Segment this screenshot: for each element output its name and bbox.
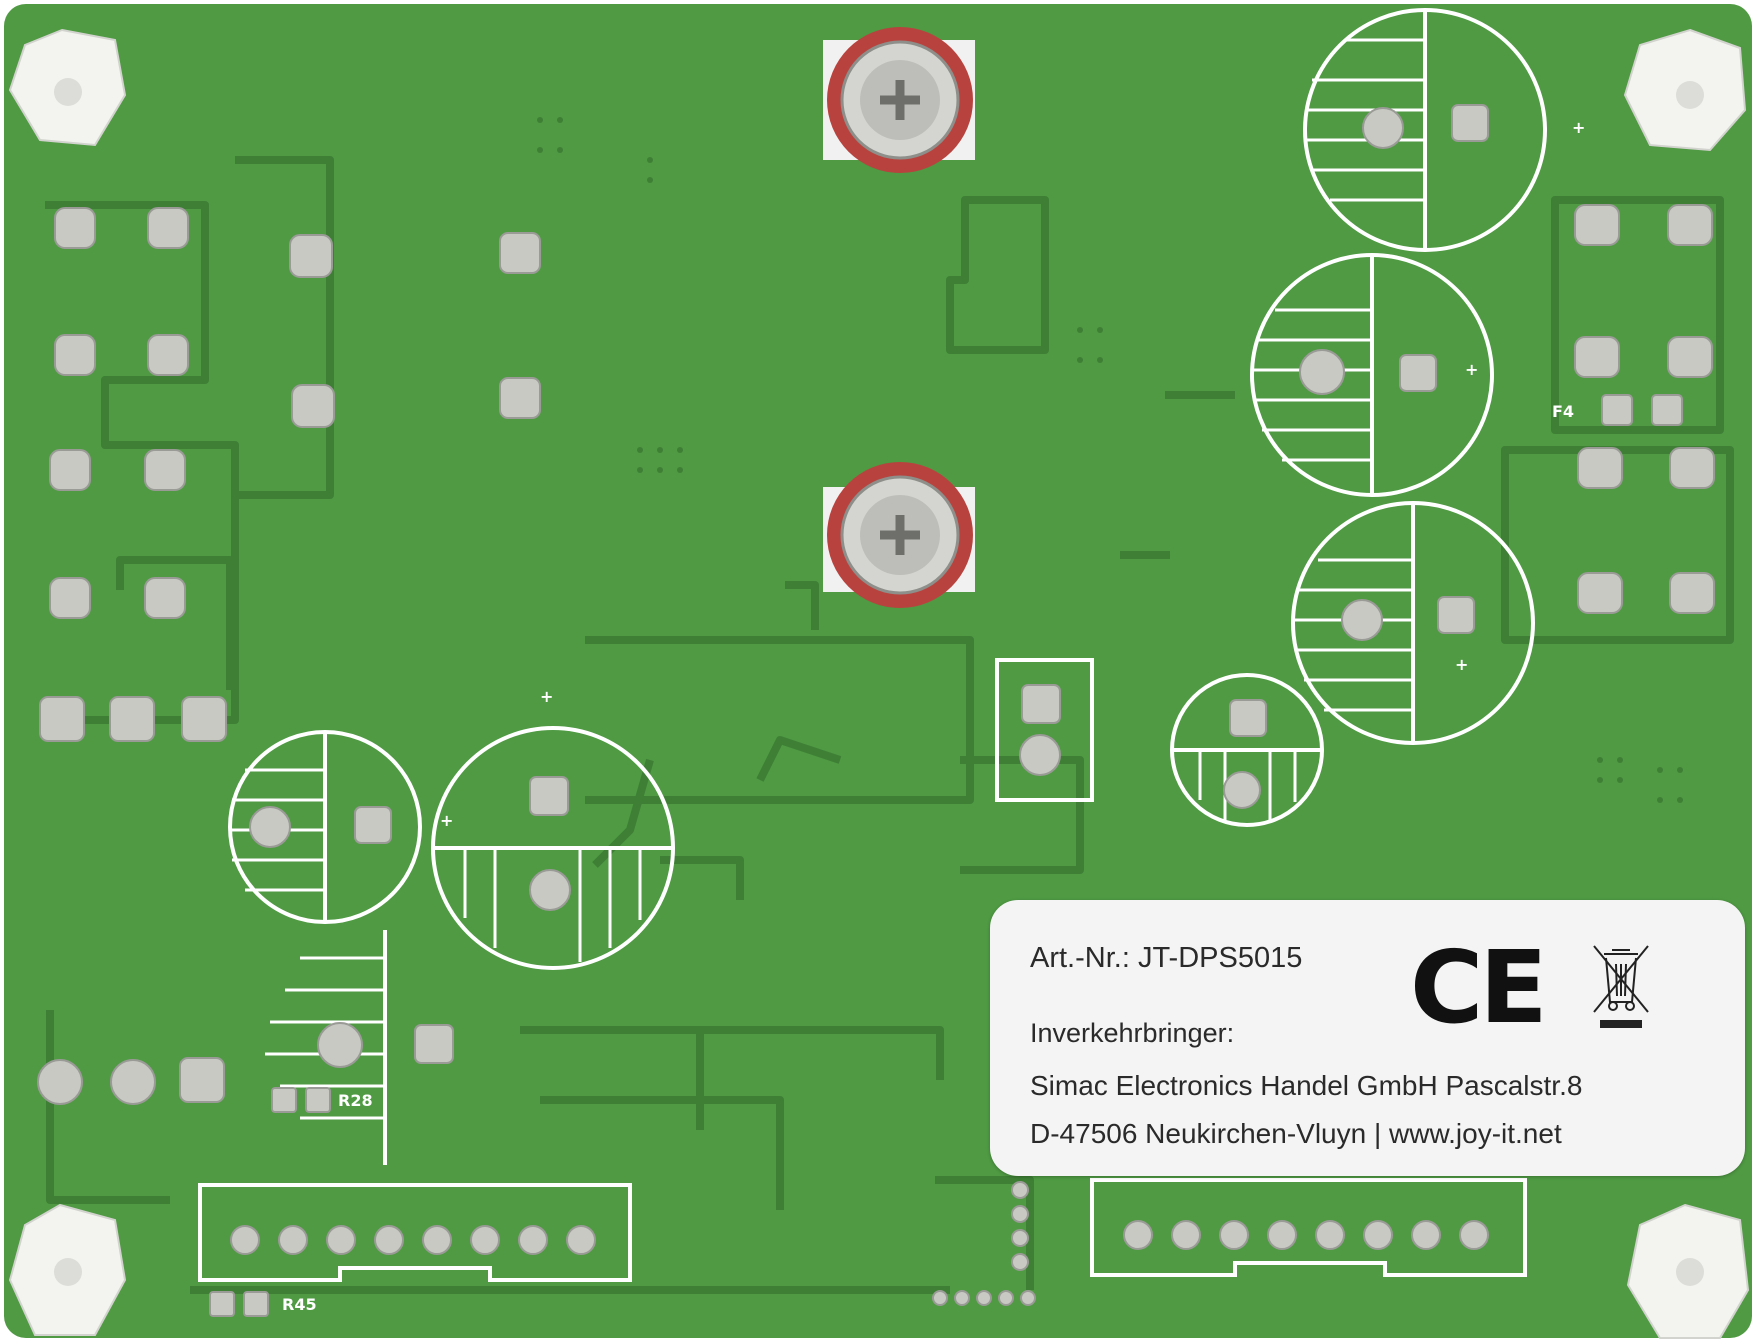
vias [537,117,1683,803]
connector-right-outline [1090,1178,1527,1277]
crossed-bin-icon [1593,945,1649,1028]
silk-r45: R45 [282,1295,317,1314]
ce-mark: CE [1410,929,1548,1046]
silk-plus-5: + [440,811,453,830]
silk-fuse-f4: F4 [1552,402,1574,421]
silk-plus-4: + [540,687,553,706]
distributor-heading: Inverkehrbringer: [1030,1018,1235,1048]
product-label: Art.-Nr.: JT-DPS5015 CE Inverkehrbringer… [990,900,1745,1176]
standoff-holes [54,78,1704,1286]
connector-left-outline [198,1183,632,1282]
screw-terminal-middle [823,462,975,608]
round-pads [37,107,1489,1306]
silk-plus-3: + [1455,655,1468,674]
address-line: D-47506 Neukirchen-Vluyn | www.joy-it.ne… [1030,1118,1562,1149]
company-line: Simac Electronics Handel GmbH Pascalstr.… [1030,1070,1583,1101]
silkscreen-outlines [198,8,1547,1282]
regulator-outline [995,658,1094,802]
screw-terminal-top [823,27,975,173]
silk-r28: R28 [338,1091,373,1110]
silk-plus-1: + [1572,118,1585,137]
article-number: Art.-Nr.: JT-DPS5015 [1030,942,1303,974]
solder-pads [39,104,1715,1317]
silk-plus-2: + [1465,360,1478,379]
